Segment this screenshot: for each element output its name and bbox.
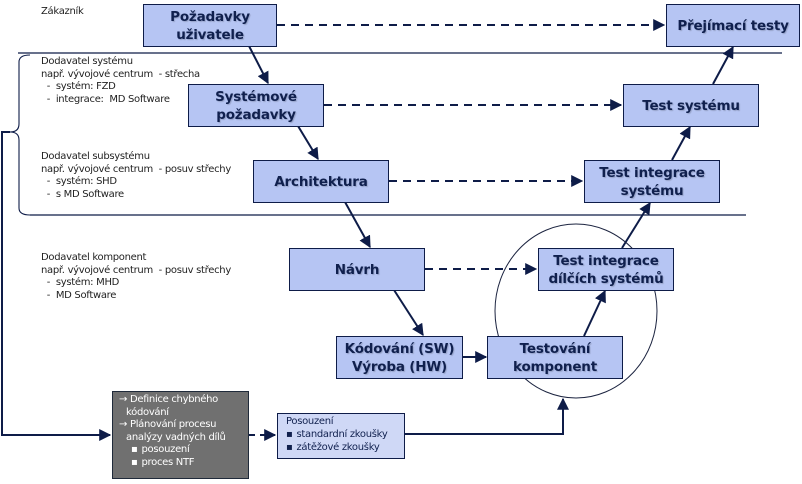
failure-analysis-bullet: proces NTF — [119, 457, 244, 470]
label-system-supplier-title: Dodavatel systému — [41, 56, 133, 67]
assessment-item: zátěžové zkoušky — [286, 441, 400, 454]
label-component-supplier-line: - systém: MHD — [41, 277, 120, 288]
label-component-supplier-line: např. vývojové centrum - posuv střechy — [41, 264, 231, 276]
failure-analysis-line: → Definice chybného — [119, 394, 219, 405]
box-line: Přejímací testy — [677, 17, 789, 34]
box-line: Test integrace — [553, 252, 659, 269]
arrow-subsystem-test-to-system-integration-test — [621, 201, 651, 249]
label-system-supplier-line: - integrace: MD Software — [41, 93, 170, 105]
box-acceptance-tests[interactable]: Přejímací testy — [666, 4, 800, 47]
label-customer: Zákazník — [41, 6, 84, 17]
box-component-testing[interactable]: Testování komponent — [487, 336, 623, 379]
box-line: Kódování (SW) — [344, 340, 455, 357]
box-line: Architektura — [274, 173, 368, 190]
box-subsystem-integration-test[interactable]: Test integrace dílčích systémů — [538, 248, 674, 291]
box-line: Test integrace — [599, 164, 705, 181]
label-subsystem-supplier-title: Dodavatel subsystému — [41, 151, 150, 162]
assessment-item: standardní zkoušky — [286, 428, 400, 441]
box-failure-analysis[interactable]: → Definice chybného kódování → Plánování… — [112, 391, 249, 479]
arrow-user-req-to-system-req — [248, 45, 269, 85]
box-line: Výroba (HW) — [352, 358, 447, 375]
box-line: Systémové — [215, 88, 297, 105]
arrow-system-integration-test-to-system-test — [671, 125, 691, 161]
box-architecture[interactable]: Architektura — [253, 160, 389, 203]
box-line: Test systému — [642, 97, 740, 114]
box-user-requirements[interactable]: Požadavky uživatele — [143, 4, 277, 47]
box-system-requirements[interactable]: Systémové požadavky — [188, 84, 324, 127]
label-subsystem-supplier-line: - systém: SHD — [41, 176, 117, 187]
feedback-connector — [1, 131, 112, 441]
label-system-supplier: Dodavatel systému např. vývojové centrum… — [41, 56, 200, 106]
box-line: systému — [620, 182, 684, 199]
box-system-test[interactable]: Test systému — [623, 84, 759, 127]
box-system-integration-test[interactable]: Test integrace systému — [584, 160, 720, 203]
box-line: požadavky — [216, 106, 296, 123]
arrow-design-to-coding — [393, 289, 424, 337]
label-system-supplier-line: - systém: FZD — [41, 81, 116, 92]
failure-analysis-bullet: posouzení — [119, 444, 244, 457]
box-line: dílčích systémů — [548, 270, 664, 287]
highlight-circle — [494, 223, 658, 399]
box-coding-production[interactable]: Kódování (SW) Výroba (HW) — [336, 336, 463, 379]
supplier-bracket — [9, 54, 31, 216]
box-design[interactable]: Návrh — [289, 248, 425, 291]
label-component-supplier: Dodavatel komponent např. vývojové centr… — [41, 252, 231, 302]
assessment-title: Posouzení — [286, 416, 334, 427]
box-line: Návrh — [334, 261, 380, 278]
box-line: Požadavky — [170, 8, 250, 25]
box-assessment[interactable]: Posouzení standardní zkoušky zátěžové zk… — [277, 413, 405, 459]
label-subsystem-supplier-line: - s MD Software — [41, 188, 124, 200]
label-subsystem-supplier-line: např. vývojové centrum - posuv střechy — [41, 163, 231, 175]
failure-analysis-line: kódování — [126, 406, 169, 418]
label-component-supplier-title: Dodavatel komponent — [41, 252, 147, 263]
box-line: uživatele — [176, 26, 244, 43]
label-system-supplier-line: např. vývojové centrum - střecha — [41, 68, 200, 80]
label-subsystem-supplier: Dodavatel subsystému např. vývojové cent… — [41, 151, 231, 201]
arrow-assessment-to-component-testing — [405, 397, 569, 435]
box-line: komponent — [513, 358, 597, 375]
arrow-component-testing-to-subsystem-test — [583, 289, 606, 337]
label-component-supplier-line: - MD Software — [41, 289, 117, 301]
failure-analysis-line: → Plánování procesu — [119, 419, 217, 431]
failure-analysis-line: analýzy vadných dílů — [126, 431, 226, 443]
arrow-architecture-to-design — [344, 201, 371, 249]
arrow-system-req-to-architecture — [297, 125, 319, 161]
box-line: Testování — [519, 340, 591, 357]
arrow-system-test-to-acceptance-tests — [712, 45, 734, 85]
